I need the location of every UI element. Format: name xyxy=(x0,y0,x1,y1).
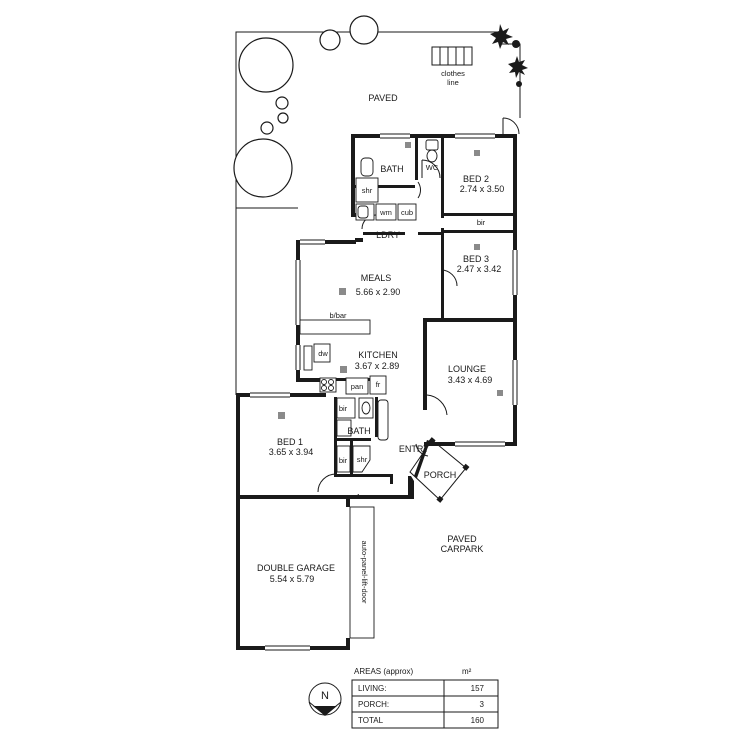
north-compass-icon: N xyxy=(308,682,342,716)
palm-plant-icon xyxy=(490,24,528,87)
entry-label: ENTRY xyxy=(399,444,429,454)
kitchen-dims: 3.67 x 2.89 xyxy=(355,361,400,371)
bed1-robe-label-b: bir xyxy=(339,456,348,465)
bed2-robe-label: bir xyxy=(477,218,486,227)
clothes-line-label-1: clothes xyxy=(441,69,465,78)
areas-row-value: 3 xyxy=(480,700,485,709)
areas-row-label: LIVING: xyxy=(358,684,386,693)
clothes-line-label-2: line xyxy=(447,78,459,87)
areas-heading: AREAS (approx) xyxy=(354,667,413,676)
tree-icon xyxy=(233,15,379,198)
kitchen-name: KITCHEN xyxy=(358,350,398,360)
meals-name: MEALS xyxy=(361,273,392,283)
areas-row-label: TOTAL xyxy=(358,716,384,725)
paved-carpark-label-2: CARPARK xyxy=(441,544,484,554)
dishwasher-label: dw xyxy=(318,349,328,358)
areas-row-value: 157 xyxy=(471,684,485,693)
bed1-dims: 3.65 x 3.94 xyxy=(269,447,314,457)
bed1-robe-label-a: bir xyxy=(339,404,348,413)
garage-door-label: auto-panel-lift-door xyxy=(360,541,369,604)
lounge-name: LOUNGE xyxy=(448,364,486,374)
washing-machine-label: wm xyxy=(379,208,392,217)
shower-top-label: shr xyxy=(362,186,373,195)
breakfast-bar-label: b/bar xyxy=(329,311,347,320)
room-markers xyxy=(278,142,503,419)
clothes-line-icon xyxy=(431,46,473,66)
garage-door-panel xyxy=(349,506,375,639)
bath-mid-label: BATH xyxy=(347,426,370,436)
bed3-dims: 2.47 x 3.42 xyxy=(457,264,502,274)
bed2-dims: 2.74 x 3.50 xyxy=(460,184,505,194)
porch xyxy=(409,437,470,503)
paved-carpark-label-1: PAVED xyxy=(447,534,477,544)
windows xyxy=(250,132,519,652)
porch-label: PORCH xyxy=(424,470,457,480)
kitchen-fixtures xyxy=(299,319,387,395)
laundry-label: LDRY xyxy=(376,230,400,240)
meals-dims: 5.66 x 2.90 xyxy=(356,287,401,297)
bath-top-label: BATH xyxy=(380,164,403,174)
areas-unit: m² xyxy=(462,667,472,676)
bed2-name: BED 2 xyxy=(463,174,489,184)
pantry-label: pan xyxy=(351,382,364,391)
areas-row-value: 160 xyxy=(471,716,485,725)
areas-row-label: PORCH: xyxy=(358,700,389,709)
wc-label: WC xyxy=(426,163,439,172)
lounge-dims: 3.43 x 4.69 xyxy=(448,375,493,385)
garage-name: DOUBLE GARAGE xyxy=(257,563,335,573)
shower-mid-label: shr xyxy=(357,455,368,464)
paved-label: PAVED xyxy=(368,93,398,103)
cupboard-label: cub xyxy=(401,208,413,217)
areas-table: AREAS (approx) m² LIVING: 157 PORCH: 3 T… xyxy=(351,667,499,729)
bath-fixtures xyxy=(336,139,439,473)
bed3-name: BED 3 xyxy=(463,254,489,264)
fridge-label: fr xyxy=(376,380,381,389)
garage-dims: 5.54 x 5.79 xyxy=(270,574,315,584)
bed1-name: BED 1 xyxy=(277,437,303,447)
compass-label: N xyxy=(321,690,329,702)
